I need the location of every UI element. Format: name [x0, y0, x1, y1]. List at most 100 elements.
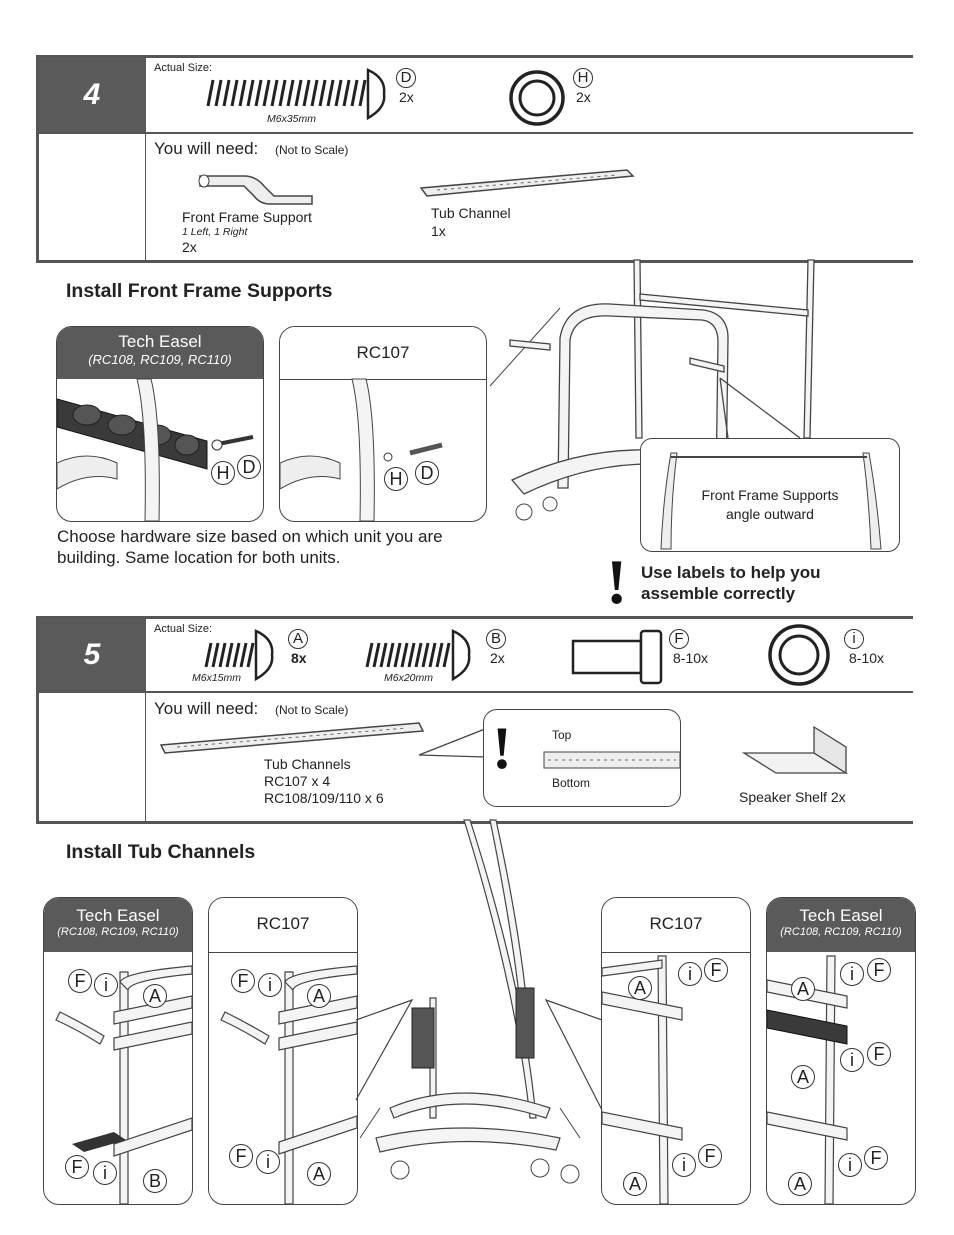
letter-badge: F — [864, 1146, 888, 1170]
washer-h-icon — [509, 70, 565, 126]
letter-badge: A — [623, 1172, 647, 1196]
letter-badge: F — [68, 969, 92, 993]
tub-panel-rc107-left: RC107 F i A F i A — [208, 897, 358, 1205]
rc107-panel: RC107 H D — [279, 326, 487, 522]
step-number: 4 — [39, 58, 145, 132]
letter-badge: i — [678, 962, 702, 986]
letter-b-badge: B — [486, 629, 506, 649]
step-number-text: 4 — [83, 78, 101, 111]
panel-title: RC107 — [649, 914, 703, 933]
letter-badge: F — [698, 1144, 722, 1168]
panel-models: (RC108, RC109, RC110) — [57, 926, 179, 938]
step-number: 5 — [39, 619, 145, 691]
callout-pointer — [719, 377, 801, 439]
letter-f-badge: F — [669, 629, 689, 649]
not-to-scale-label: (Not to Scale) — [275, 143, 349, 157]
tub-detail-drawing — [55, 965, 192, 1204]
panel-models: (RC108, RC109, RC110) — [88, 352, 232, 367]
panel-header: RC107 — [209, 898, 357, 953]
section-title: Install Front Frame Supports — [66, 280, 333, 302]
divider — [39, 691, 913, 693]
actual-size-label: Actual Size: — [154, 623, 213, 635]
letter-a-badge: A — [288, 629, 308, 649]
callout-text: Front Frame Supports angle outward — [641, 486, 899, 524]
actual-size-label: Actual Size: — [154, 62, 213, 74]
center-cart-drawing — [359, 819, 581, 1184]
letter-d-badge: D — [396, 68, 416, 88]
washer-qty: 2x — [576, 89, 591, 105]
divider — [145, 58, 146, 260]
panel-title: Tech Easel — [799, 906, 883, 925]
screw-size: M6x35mm — [267, 113, 317, 125]
part-name: Tub Channel — [431, 205, 511, 221]
text-line: Tub Channels — [264, 756, 351, 772]
screw-a-icon — [204, 629, 274, 682]
part-qty: 1x — [431, 223, 446, 239]
callout-box: Front Frame Supports angle outward — [640, 438, 900, 552]
tub-panel-tech-easel-right: Tech Easel (RC108, RC109, RC110) i F A i… — [766, 897, 916, 1205]
letter-badge: i — [672, 1153, 696, 1177]
step-4-box: 4 Actual Size: M6x35mm D 2x H 2x You wil… — [36, 55, 913, 263]
panel-header: Tech Easel (RC108, RC109, RC110) — [57, 327, 263, 379]
bolt-f-icon — [571, 629, 663, 685]
letter-badge: A — [791, 1065, 815, 1089]
front-frame-support-icon — [198, 174, 313, 205]
screw-size: M6x20mm — [384, 672, 434, 684]
channel-profile-drawing — [543, 751, 680, 769]
screw-size: M6x15mm — [192, 672, 242, 684]
letter-badge: i — [93, 1161, 117, 1185]
letter-badge: i — [258, 973, 282, 997]
step-5-box: 5 Actual Size: M6x15mm A 8x M6x20mm B 2x… — [36, 616, 913, 824]
speaker-shelf-label: Speaker Shelf 2x — [739, 789, 846, 805]
washer-i-icon — [768, 624, 830, 686]
callout-drawing — [660, 452, 882, 550]
bolt-qty: 8-10x — [673, 650, 709, 666]
letter-badge: i — [256, 1150, 280, 1174]
text-line: Front Frame Supports — [701, 487, 839, 503]
tech-easel-detail-drawing — [57, 378, 254, 521]
text-line: Use labels to help you — [641, 563, 821, 582]
warning-icon: ! — [606, 546, 628, 617]
letter-badge: A — [791, 977, 815, 1001]
letter-badge: i — [94, 973, 118, 997]
part-name: Front Frame Support — [182, 209, 312, 225]
text-line: Choose hardware size based on which unit… — [57, 527, 443, 546]
letter-i-badge: i — [844, 629, 864, 649]
panel-title: RC107 — [256, 914, 310, 933]
text-line: angle outward — [726, 506, 814, 522]
tub-panel-rc107-right: RC107 i F A i F A — [601, 897, 751, 1205]
panel-models: (RC108, RC109, RC110) — [780, 926, 902, 938]
letter-badge: i — [838, 1153, 862, 1177]
step-number-text: 5 — [83, 638, 101, 671]
panel-title: Tech Easel — [76, 906, 160, 925]
bottom-label: Bottom — [552, 776, 591, 790]
letter-badge: A — [628, 976, 652, 1000]
rc107-detail-drawing — [280, 378, 443, 521]
warning-text: Use labels to help you assemble correctl… — [641, 562, 821, 604]
text-line: RC107 x 4 — [264, 773, 331, 789]
top-label: Top — [552, 728, 572, 742]
letter-badge: B — [143, 1169, 167, 1193]
letter-badge: A — [788, 1172, 812, 1196]
tech-easel-panel: Tech Easel (RC108, RC109, RC110) H D — [56, 326, 264, 522]
panel-header: RC107 — [280, 327, 486, 380]
panel-pointers — [355, 998, 603, 1111]
you-will-need-label: You will need: — [154, 699, 259, 718]
panel-title: Tech Easel — [118, 332, 202, 351]
tub-channel-icon — [419, 169, 635, 197]
panel-title: RC107 — [356, 343, 410, 362]
letter-badge: A — [307, 1162, 331, 1186]
panel-header: RC107 — [602, 898, 750, 953]
part-qty: 2x — [182, 239, 197, 255]
text-line: RC108/109/110 x 6 — [264, 790, 384, 806]
letter-badge: F — [231, 969, 255, 993]
section-title: Install Tub Channels — [66, 841, 256, 863]
screw-b-icon — [365, 629, 471, 682]
text-line: assemble correctly — [641, 584, 796, 603]
tub-detail-drawing — [602, 955, 683, 1204]
not-to-scale-label: (Not to Scale) — [275, 703, 349, 717]
tub-detail-drawing — [220, 965, 357, 1204]
orientation-pointer — [418, 728, 486, 758]
letter-badge: F — [867, 958, 891, 982]
letter-h-badge: H — [573, 68, 593, 88]
